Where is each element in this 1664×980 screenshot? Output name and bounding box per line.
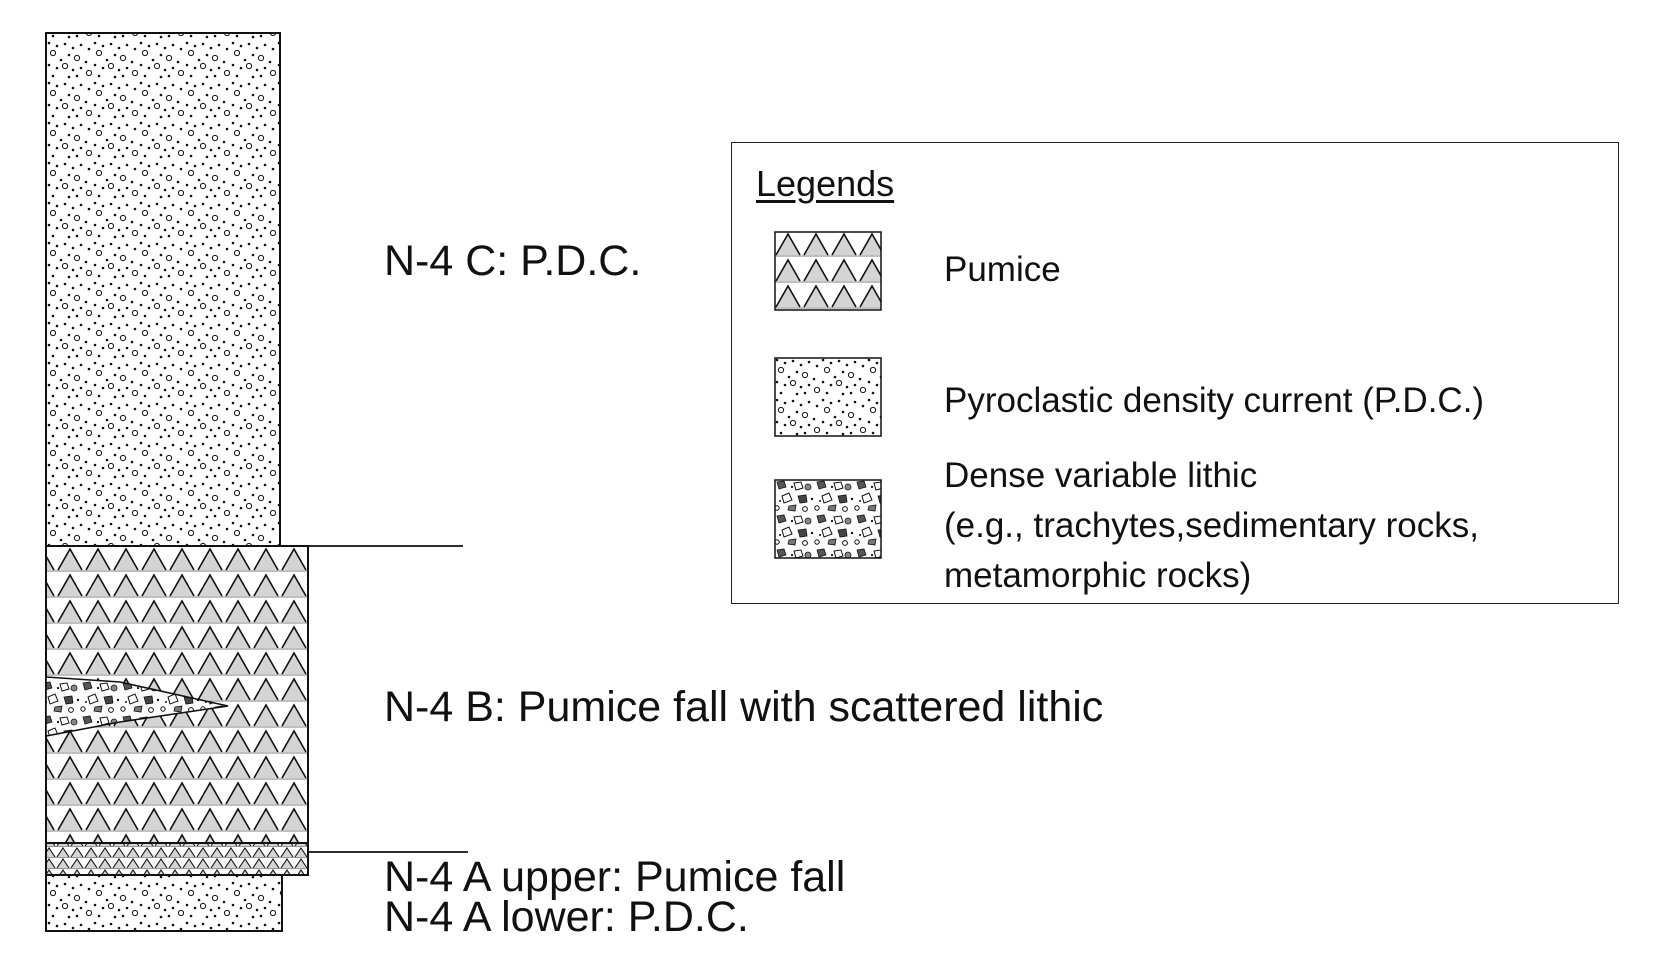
legend-box: Legends Pumice Pyroclastic density curre… [731, 142, 1619, 604]
layer-label-a-upper: N-4 A upper: Pumice fall [384, 853, 846, 901]
layer-label-a-lower: N-4 A lower: P.D.C. [384, 893, 749, 941]
lithic-lens [45, 676, 229, 737]
legend-label-pumice: Pumice [944, 245, 1061, 295]
unit-a-upper-pumice [45, 842, 309, 876]
layer-label-b: N-4 B: Pumice fall with scattered lithic [384, 683, 1104, 731]
legend-label-line: Pyroclastic density current (P.D.C.) [944, 381, 1485, 420]
legend-label-line: Pumice [944, 250, 1061, 289]
legend-swatch-pdc [774, 357, 882, 437]
legend-label-lithic: Dense variable lithic (e.g., trachytes,s… [944, 451, 1479, 601]
legend-label-line: Dense variable lithic [944, 456, 1258, 495]
legend-label-pdc: Pyroclastic density current (P.D.C.) [944, 376, 1484, 426]
legend-label-line: metamorphic rocks) [944, 556, 1252, 595]
unit-c-pdc [45, 32, 281, 547]
legend-label-line: (e.g., trachytes,sedimentary rocks, [944, 506, 1479, 545]
legend-swatch-lithic [774, 479, 882, 559]
unit-a-lower-pdc [45, 874, 283, 932]
layer-label-c: N-4 C: P.D.C. [384, 237, 642, 285]
legend-swatch-pumice [774, 231, 882, 311]
legend-title: Legends [756, 163, 895, 204]
